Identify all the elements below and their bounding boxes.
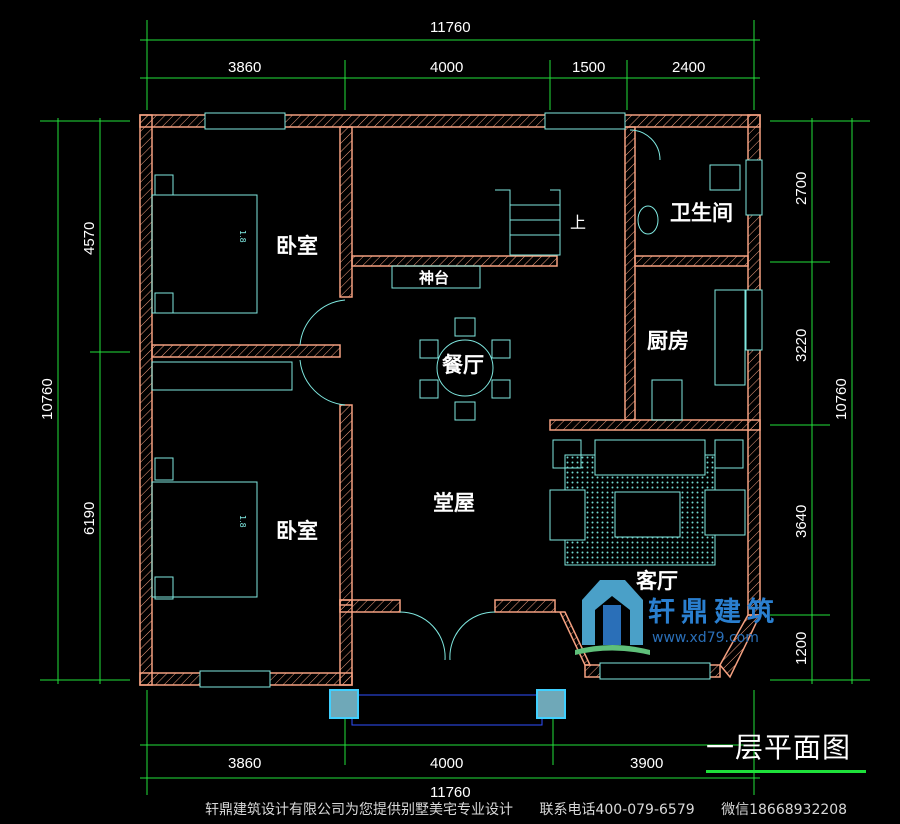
title-underline <box>706 770 866 773</box>
dim-left-2: 6190 <box>81 502 98 535</box>
label-bedroom-top: 卧室 <box>276 234 318 258</box>
dimension-texts: 11760 3860 4000 1500 2400 3860 4000 3900… <box>39 19 850 801</box>
footer-wechat: 微信18668932208 <box>721 802 848 818</box>
label-bedroom-bottom: 卧室 <box>276 519 318 543</box>
footer: 轩鼎建筑设计有限公司为您提供别墅美宅专业设计 联系电话400-079-6579 … <box>205 802 869 818</box>
doors <box>299 129 661 661</box>
windows <box>199 112 763 688</box>
label-kitchen: 厨房 <box>647 329 689 353</box>
dim-top-1: 3860 <box>228 59 261 76</box>
drawing-title: 一层平面图 <box>706 731 852 764</box>
dim-left-total: 10760 <box>39 378 56 420</box>
bed-size-bottom: 1.8 <box>238 515 247 528</box>
dim-bottom-total: 11760 <box>430 784 471 801</box>
logo-name: 轩鼎建筑 <box>648 597 780 628</box>
label-shrine: 神台 <box>419 269 449 287</box>
label-living: 客厅 <box>636 569 678 593</box>
porch <box>329 689 566 726</box>
dim-bottom-1: 3860 <box>228 755 261 772</box>
sofa <box>594 439 706 476</box>
dim-top-2: 4000 <box>430 59 463 76</box>
dim-right-1: 2700 <box>793 172 810 205</box>
wardrobe <box>151 361 293 391</box>
room-labels: 卧室 卧室 神台 餐厅 堂屋 卫生间 厨房 客厅 上 1.8 1.8 <box>238 201 733 593</box>
dining-table <box>436 339 494 397</box>
logo-url: www.xd79.com <box>652 630 759 646</box>
label-stair-up: 上 <box>570 213 586 232</box>
dim-bottom-3: 3900 <box>630 755 663 772</box>
bed-top <box>151 194 258 314</box>
dim-bottom-2: 4000 <box>430 755 463 772</box>
stairs <box>495 189 561 256</box>
bed-size-top: 1.8 <box>238 230 247 243</box>
dim-right-3: 3640 <box>793 505 810 538</box>
coffee-table <box>614 491 681 538</box>
dim-right-2: 3220 <box>793 329 810 362</box>
furniture <box>151 164 746 600</box>
dim-left-1: 4570 <box>81 222 98 255</box>
dim-right-total: 10760 <box>833 378 850 420</box>
bed-bottom <box>151 481 258 598</box>
footer-company: 轩鼎建筑设计有限公司为您提供别墅美宅专业设计 <box>205 802 513 818</box>
label-bathroom: 卫生间 <box>670 201 733 225</box>
shrine-table <box>391 265 481 289</box>
dim-right-4: 1200 <box>793 632 810 665</box>
dim-top-3: 1500 <box>572 59 605 76</box>
dimension-lines <box>40 20 870 795</box>
logo-icon <box>575 580 650 655</box>
toilet <box>709 164 741 191</box>
footer-phone: 联系电话400-079-6579 <box>539 802 695 818</box>
dim-top-4: 2400 <box>672 59 705 76</box>
label-hall: 堂屋 <box>433 491 475 515</box>
kitchen-counter <box>714 289 746 386</box>
label-dining: 餐厅 <box>442 353 484 377</box>
dim-top-total: 11760 <box>430 19 471 36</box>
